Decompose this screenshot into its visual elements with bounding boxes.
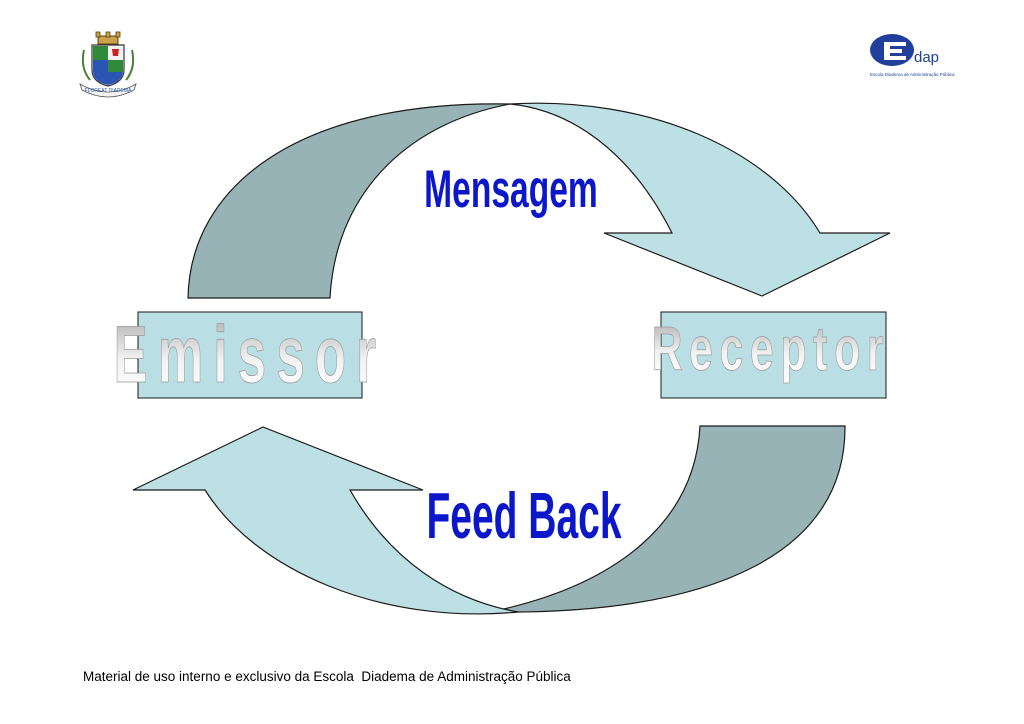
receiver-box (660, 311, 887, 399)
sender-box (137, 311, 363, 399)
diadema-crest-logo: FLOREAT DIADEMA (79, 31, 137, 98)
top-arrow-back (187, 103, 511, 299)
top-arrow-message (509, 102, 891, 297)
message-label: Mensagem (424, 161, 598, 219)
edap-subtitle: Escola Diadema de Administração Pública (870, 72, 955, 77)
footer-text: Material de uso interno e exclusivo da E… (83, 669, 571, 684)
edap-wordmark: dap (914, 49, 939, 66)
feedback-label: Feed Back (426, 480, 621, 553)
receiver-label: Receptor (652, 315, 891, 384)
bottom-arrow-back (489, 425, 846, 613)
edap-logo: dap Escola Diadema de Administração Públ… (870, 34, 955, 77)
crest-motto: FLOREAT DIADEMA (85, 88, 132, 94)
bottom-arrow-feedback (132, 426, 519, 615)
sender-label: Emissor (114, 310, 387, 400)
